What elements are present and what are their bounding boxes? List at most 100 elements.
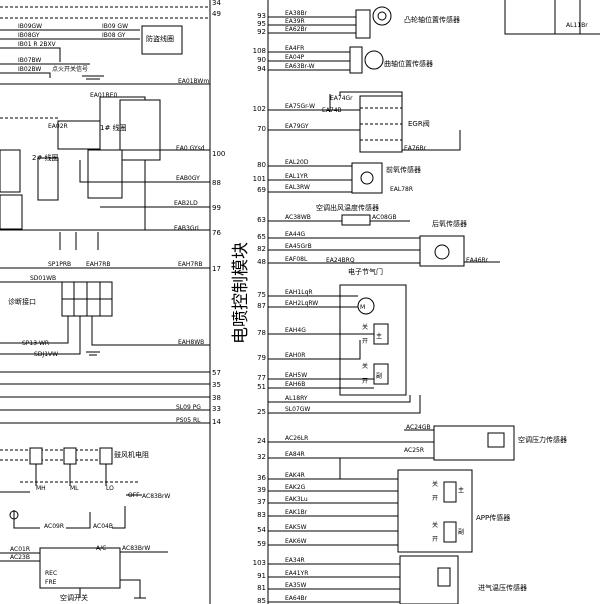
right-pin-number: 83 (257, 511, 266, 519)
right-wire-label: EAK3Lu (285, 496, 308, 503)
right-small-label: 关 (432, 521, 438, 529)
left-wire-label: SDJ1VW (34, 351, 58, 358)
right-pin-number: 63 (257, 216, 266, 224)
right-wire-label: EAL1YR (285, 173, 308, 180)
right-small-label: 副 (458, 528, 464, 536)
right-pin-number: 25 (257, 408, 266, 416)
right-wire-label: EAL3RW (285, 184, 310, 191)
left-wire-label: EA0 GYsd (176, 145, 205, 152)
right-wire-label: EAH1LqR (285, 289, 313, 296)
right-small-label: 关 (362, 362, 368, 370)
left-wire-label: SD01WB (30, 275, 56, 282)
left-small-label: IB01 R 2BXV (18, 41, 57, 48)
left-wire-label: AC83BrW (122, 545, 150, 552)
left-pin-number: 14 (212, 418, 221, 426)
right-pin-number: 91 (257, 572, 266, 580)
right-component-label: 曲轴位置传感器 (384, 59, 433, 68)
right-wire-label: EAL78R (390, 186, 413, 193)
right-small-label: 开 (362, 338, 368, 345)
right-pin-number: 79 (257, 354, 266, 362)
left-pin-number: 76 (212, 229, 221, 237)
right-wire-label: EA64Br (285, 595, 308, 602)
right-wire-label: EA63Br-W (285, 63, 315, 70)
right-small-label: 副 (376, 372, 382, 380)
right-wire-label: AL18RY (285, 395, 308, 402)
right-wire-label: EA04P (285, 54, 305, 61)
right-wire-label: EAK5W (285, 524, 307, 531)
left-component-label: 鼓风机电阻 (114, 450, 149, 459)
right-wire-label: EA38Br (285, 10, 308, 17)
left-component-label: 1# 线圈 (100, 123, 127, 132)
right-wire-label: EA35W (285, 582, 307, 589)
right-pin-number: 85 (257, 597, 266, 604)
right-pin-number: 102 (253, 105, 266, 113)
right-small-label: 关 (362, 323, 368, 331)
right-pin-number: 90 (257, 56, 266, 64)
right-pin-number: 36 (257, 474, 266, 482)
right-wire-label: EA41YR (285, 570, 308, 577)
right-wire-label: AC38WB (285, 214, 311, 221)
left-wire-label: EAH7RB (86, 261, 111, 268)
left-small-label: IB09GW (18, 23, 42, 30)
right-wire-label: AC24GB (406, 424, 431, 431)
left-small-label: ML (70, 485, 79, 492)
right-wire-label: EA75Gr-W (285, 103, 315, 110)
right-component-label: 电子节气门 (348, 267, 383, 276)
right-component-label: 后氧传感器 (432, 219, 467, 228)
left-small-label: 点火开关信号 (52, 65, 88, 73)
right-component-label: 前氧传感器 (386, 165, 421, 174)
left-pin-number: 99 (212, 204, 221, 212)
right-wire-label: EA76Br (404, 145, 427, 152)
right-wire-label: EA44G (285, 231, 306, 238)
left-pin-number: 17 (212, 265, 221, 273)
left-wire-label: EAB2LD (174, 200, 198, 207)
right-component-label: 空调压力传感器 (518, 435, 567, 444)
right-wire-label: EAK4R (285, 472, 305, 479)
right-pin-number: 24 (257, 437, 266, 445)
left-pin-number: 38 (212, 394, 221, 402)
right-pin-number: 75 (257, 291, 266, 299)
left-small-label: OFF (128, 492, 140, 499)
right-wire-label: EAL20D (285, 159, 309, 166)
left-small-label: LO (106, 485, 114, 492)
right-wire-label: EA46Br (466, 257, 489, 264)
left-wire-label: SP13 WR (22, 340, 49, 347)
left-pin-number: 57 (212, 369, 221, 377)
left-wire-label: AC83BrW (142, 493, 170, 500)
right-pin-number: 80 (257, 161, 266, 169)
left-small-label: FRE (45, 579, 57, 586)
left-wire-label: SL09 PG (176, 404, 201, 411)
right-pin-number: 39 (257, 486, 266, 494)
right-wire-label: EA34R (285, 557, 305, 564)
right-wire-label: EAH6B (285, 381, 305, 388)
diagram-labels: 电喷控制模块3449100889976175735383314EA01BWmEA… (8, 0, 588, 604)
left-wire-label: AC01R (10, 546, 30, 553)
right-pin-number: 95 (257, 20, 266, 28)
left-pin-number: 88 (212, 179, 221, 187)
right-wire-label: EAK2G (285, 484, 306, 491)
right-small-label: AL11Br (566, 22, 588, 29)
left-small-label: IB07BW (18, 57, 41, 64)
right-pin-number: 92 (257, 28, 266, 36)
left-small-label: IB02BW (18, 66, 41, 73)
right-pin-number: 48 (257, 258, 266, 266)
right-pin-number: 94 (257, 65, 266, 73)
left-wire-label: EAH7RB (178, 261, 203, 268)
right-pin-number: 69 (257, 186, 266, 194)
left-small-label: A/C (96, 545, 106, 552)
left-wire-label: EA01RE0 (90, 92, 117, 99)
left-pin-number: 34 (212, 0, 221, 7)
left-pin-number: 33 (212, 405, 221, 413)
right-pin-number: 103 (253, 559, 266, 567)
right-wire-label: SL07GW (285, 406, 310, 413)
right-wire-label: EAH4G (285, 327, 306, 334)
right-component-label: 进气温压传感器 (478, 583, 527, 592)
left-small-label: IB09 GW (102, 23, 128, 30)
right-pin-number: 78 (257, 329, 266, 337)
right-pin-number: 54 (257, 526, 266, 534)
right-component-label: 凸轮轴位置传感器 (404, 15, 460, 24)
left-wire-label: EAB0GY (176, 175, 200, 182)
left-pin-number: 35 (212, 381, 221, 389)
